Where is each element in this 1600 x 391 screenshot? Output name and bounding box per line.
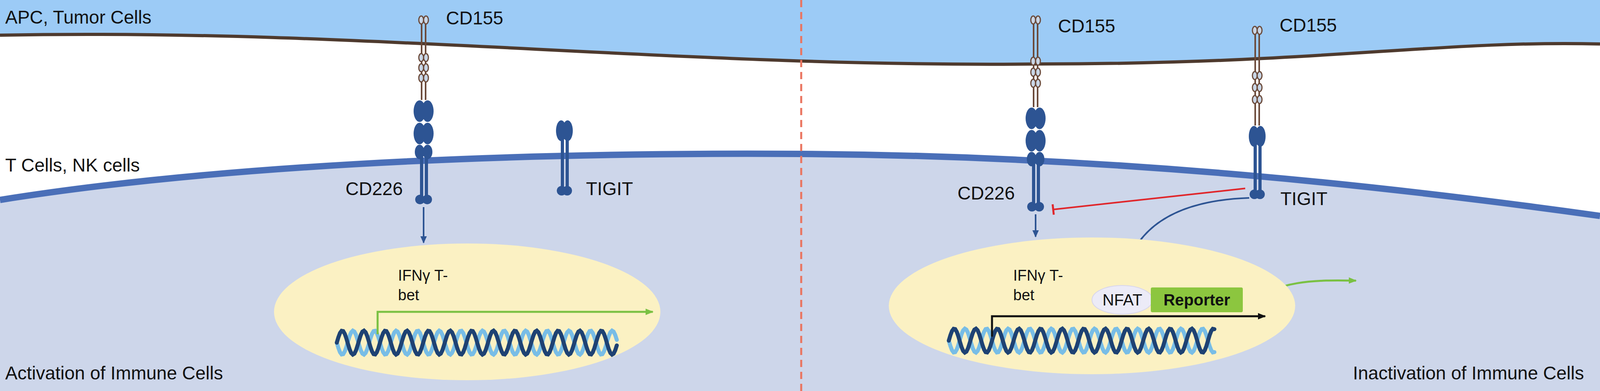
divider-line (800, 0, 803, 391)
gene-label: IFNγ T-bet (1013, 266, 1074, 306)
apc-membrane (0, 34, 1600, 65)
receptor-label: CD155 (446, 8, 504, 29)
inhibition-line (1053, 188, 1246, 210)
receptor-label: CD226 (957, 183, 1015, 204)
transcription-arrow (377, 312, 653, 335)
cd155-ligand: CD155 (1249, 25, 1266, 126)
signal-arrow (1034, 214, 1037, 237)
receptor-shape (1245, 125, 1270, 200)
nfat-factor: NFAT (1091, 284, 1154, 316)
immune-cell-membrane (0, 154, 1600, 216)
tigit-receptor: TIGIT (552, 120, 577, 196)
nucleus: IFNγ T-bet (273, 242, 662, 382)
region-label: T Cells, NK cells (5, 155, 140, 176)
nfat-label: NFAT (1102, 292, 1142, 308)
receptor-label: TIGIT (1280, 188, 1328, 210)
reporter-label: Reporter (1163, 292, 1231, 308)
receptor-label: TIGIT (586, 178, 634, 200)
cd226-receptor: CD226 (407, 100, 440, 205)
region-label: Activation of Immune Cells (5, 363, 224, 384)
receptor-label: CD226 (345, 178, 403, 200)
region-label: APC, Tumor Cells (5, 7, 152, 28)
nucleus: IFNγ T-betNFAT Reporter (888, 236, 1296, 376)
transcription-arrow (992, 316, 1266, 337)
reporter-box: Reporter (1150, 287, 1243, 313)
tigit-receptor: TIGIT (1245, 125, 1270, 200)
receptor-shape (1019, 107, 1052, 212)
receptor-shape (415, 15, 432, 100)
receptor-label: CD155 (1058, 16, 1116, 37)
nucleus-shape (273, 242, 662, 382)
apc-cell (0, 0, 1600, 65)
signal-arrow (422, 207, 425, 243)
receptor-shape (552, 120, 577, 196)
cd155-ligand: CD155 (1027, 15, 1044, 108)
receptor-label: CD155 (1279, 15, 1337, 36)
receptor-shape (1249, 25, 1266, 126)
region-label: Inactivation of Immune Cells (1352, 363, 1584, 384)
receptor-shape (407, 100, 440, 205)
gene-label: IFNγ T-bet (398, 266, 458, 306)
receptor-shape (1027, 15, 1044, 108)
cd226-receptor: CD226 (1019, 107, 1052, 212)
immune-cell (0, 154, 1600, 391)
cd155-ligand: CD155 (415, 15, 432, 100)
